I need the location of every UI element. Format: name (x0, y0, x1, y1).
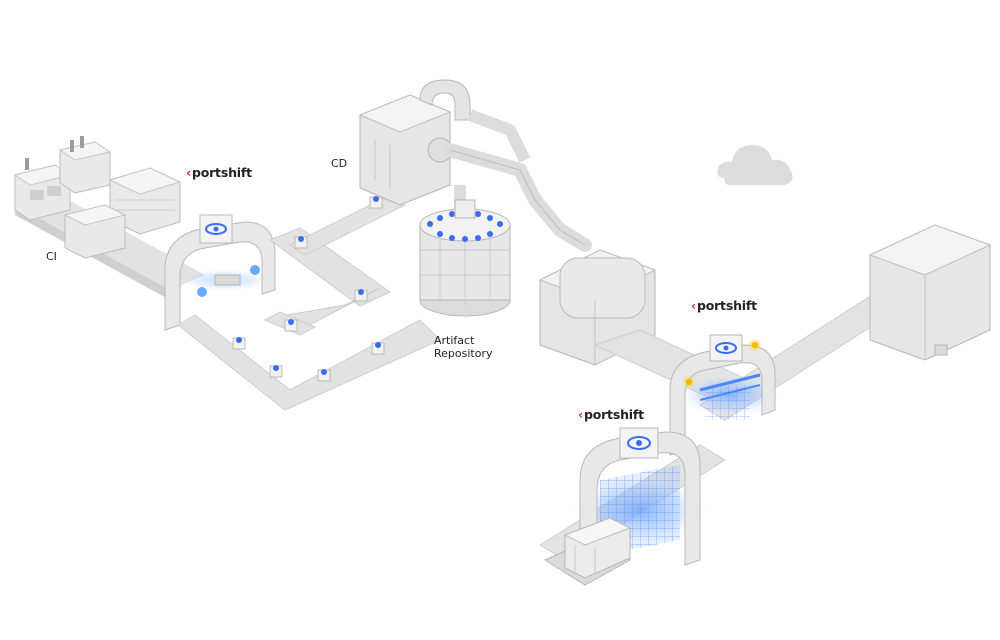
pipes (443, 109, 592, 252)
ci-machine-3 (108, 167, 182, 235)
artifact-label-line1: Artifact (434, 334, 475, 347)
blue-dot-icon (284, 319, 298, 332)
portshift-logo-3: ‹portshift (578, 407, 644, 422)
eye-icon (205, 223, 227, 235)
cd-machine (358, 79, 471, 206)
portshift-logo-1: ‹portshift (186, 165, 252, 180)
artifact-repository-label: Artifact Repository (434, 334, 493, 360)
brand-mark-icon: ‹ (186, 165, 191, 180)
brand-name: portshift (583, 407, 644, 422)
eye-icon (627, 436, 651, 450)
artifact-label-line2: Repository (434, 347, 493, 360)
cd-label: CD (331, 157, 348, 170)
brand-name: portshift (696, 298, 757, 313)
scan-gate-1 (164, 214, 276, 331)
brand-mark-icon: ‹ (691, 298, 696, 313)
blue-dot-icon (371, 342, 385, 355)
brand-mark-icon: ‹ (578, 407, 583, 422)
ci-label: CI (46, 250, 57, 263)
blue-dot-icon (354, 289, 368, 302)
track-containers (232, 196, 385, 382)
ci-machine-2 (58, 136, 112, 194)
scan-gate-3 (570, 427, 710, 566)
blue-dot-icon (232, 337, 246, 350)
artifact-repository-tower (419, 199, 511, 317)
ci-machine-1 (13, 158, 72, 221)
blue-dot-icon (317, 369, 331, 382)
blue-dot-icon (369, 196, 383, 209)
scan-gate-2 (669, 334, 785, 456)
blue-dot-icon (269, 365, 283, 378)
deployment-server (868, 224, 992, 361)
portshift-logo-2: ‹portshift (691, 298, 757, 313)
shipping-container (543, 517, 632, 586)
ci-machine-4 (63, 204, 127, 259)
cloud-icon (717, 145, 793, 185)
blue-dot-icon (294, 236, 308, 249)
brand-name: portshift (191, 165, 252, 180)
eye-icon (715, 342, 737, 354)
